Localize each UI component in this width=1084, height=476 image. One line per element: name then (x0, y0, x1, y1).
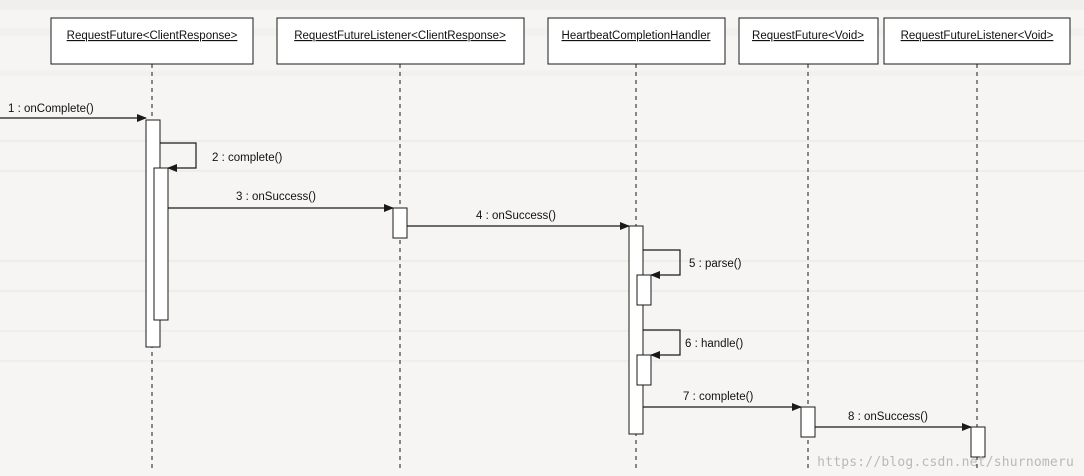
lifeline-label: RequestFutureListener<ClientResponse> (294, 30, 506, 42)
lifeline-head-hch: HeartbeatCompletionHandler (547, 17, 726, 65)
activation-hch-handle (636, 354, 652, 386)
message-arrows: 1 : onComplete() 2 : complete() 3 : onSucc… (0, 103, 972, 431)
activation-rf-void (800, 406, 816, 438)
lifeline-label: RequestFuture<ClientResponse> (67, 30, 238, 42)
lifeline-head-rf_client: RequestFuture<ClientResponse> (50, 17, 254, 65)
message-label-7: 7 : complete() (683, 391, 753, 403)
lifeline-box (50, 17, 254, 65)
message-arrow-2 (160, 142, 197, 172)
message-arrow-6 (643, 329, 681, 359)
lifeline-heads: RequestFuture<ClientResponse> RequestFutu… (50, 17, 1071, 65)
message-label-1: 1 : onComplete() (8, 103, 94, 115)
message-label-2: 2 : complete() (212, 152, 282, 164)
lifeline-box (547, 17, 726, 65)
activation-rf-client-complete (153, 167, 169, 321)
message-label-3: 3 : onSuccess() (236, 191, 316, 203)
lifeline-head-rfl_client: RequestFutureListener<ClientResponse> (276, 17, 525, 65)
lifeline-head-rf_void: RequestFuture<Void> (738, 17, 879, 65)
lifeline-box (276, 17, 525, 65)
activation-hch-parse (636, 274, 652, 306)
activation-rfl-void (970, 426, 986, 458)
lifeline-label: RequestFutureListener<Void> (901, 30, 1054, 42)
background-bleed-through (0, 0, 1084, 362)
lifeline-label: RequestFuture<Void> (752, 30, 864, 42)
message-label-8: 8 : onSuccess() (848, 411, 928, 423)
activation-rfl-client (392, 207, 408, 239)
message-label-5: 5 : parse() (689, 258, 742, 270)
message-label-4: 4 : onSuccess() (476, 210, 556, 222)
lifeline-head-rfl_void: RequestFutureListener<Void> (883, 17, 1071, 65)
watermark-url: https://blog.csdn.net/shurnomeru (817, 455, 1074, 470)
lifeline-lines (151, 64, 978, 470)
lifeline-label: HeartbeatCompletionHandler (562, 30, 711, 42)
activation-hch-main (628, 225, 644, 435)
message-label-6: 6 : handle() (685, 338, 743, 350)
message-arrow-5 (643, 249, 681, 279)
